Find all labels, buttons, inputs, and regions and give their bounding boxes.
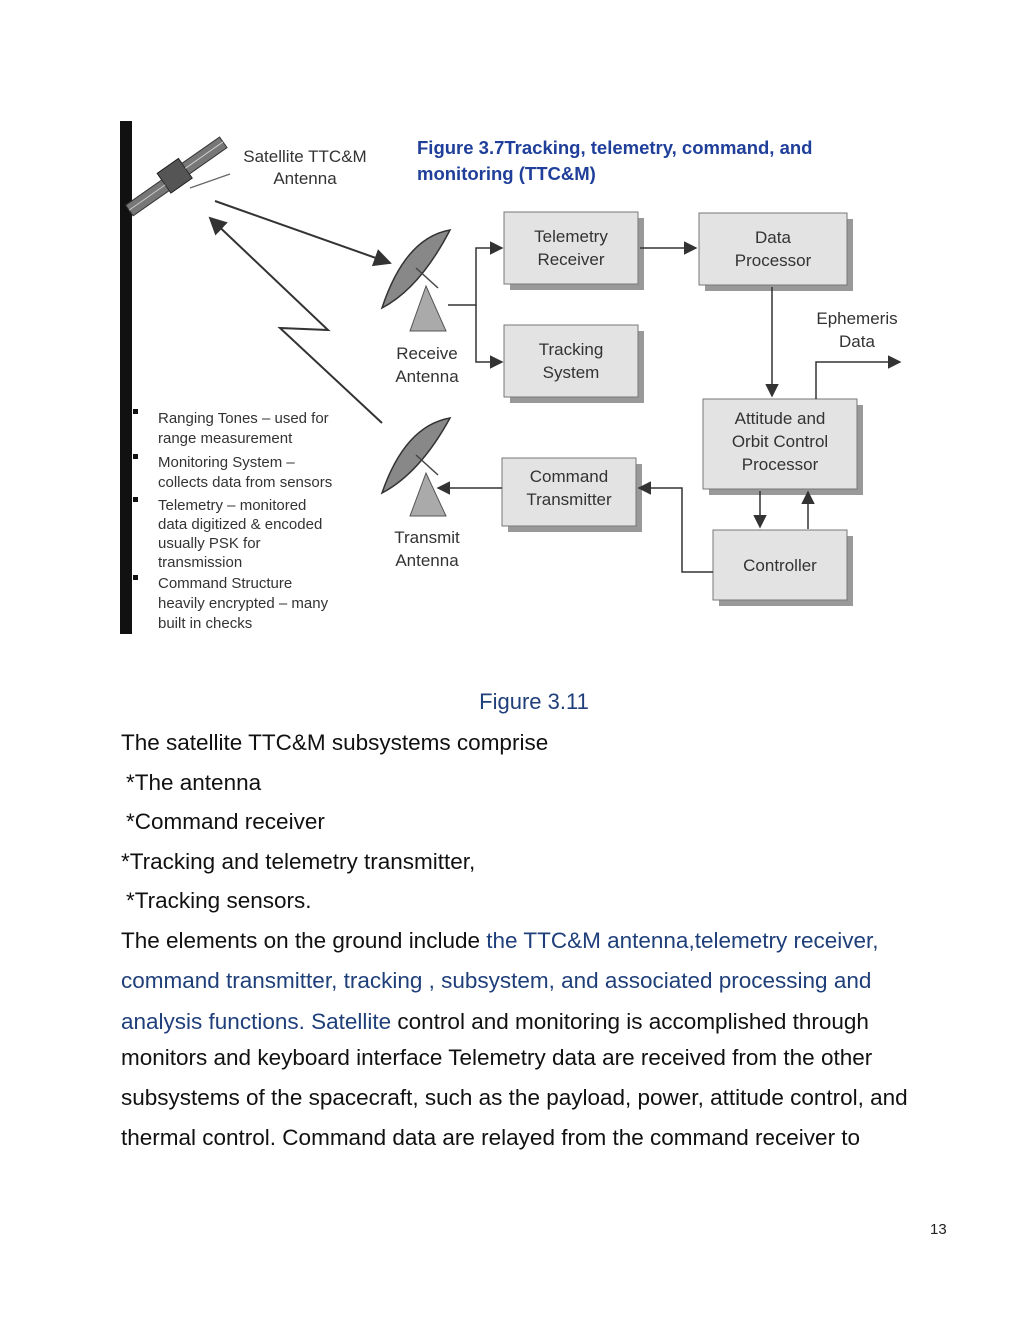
figure-caption: Figure 3.11: [479, 689, 589, 714]
bullet-2-line1: Monitoring System –: [158, 454, 295, 471]
ephemeris-label-line2: Data: [839, 332, 875, 351]
body-line-1: The satellite TTC&M subsystems comprise: [121, 730, 549, 755]
body-line-5: *Tracking sensors.: [126, 888, 312, 913]
ephemeris-label-line1: Ephemeris: [816, 309, 897, 328]
body-line-6-b: the TTC&M antenna,telemetry receiver,: [486, 928, 879, 953]
bullet-3-line1: Telemetry – monitored: [158, 497, 306, 514]
bullet-2-line2: collects data from sensors: [158, 474, 332, 491]
satellite-icon: [124, 136, 231, 217]
satellite-label-line1: Satellite TTC&M: [243, 147, 366, 166]
body-line-8: analysis functions. Satellite control an…: [121, 1009, 869, 1035]
figure-title-line2: monitoring (TTC&M): [417, 163, 596, 184]
receive-antenna-label-line1: Receive: [396, 344, 457, 363]
telemetry-receiver-line1: Telemetry: [534, 227, 608, 246]
controller-block: Controller: [712, 529, 853, 606]
controller-label: Controller: [743, 556, 817, 575]
bullet-4-line3: built in checks: [158, 615, 252, 632]
body-line-9: monitors and keyboard interface Telemetr…: [121, 1045, 873, 1070]
ttcm-figure: Satellite TTC&M Antenna Figure 3.7Tracki…: [120, 118, 910, 638]
data-processor-line1: Data: [755, 228, 791, 247]
body-line-4: *Tracking and telemetry transmitter,: [121, 849, 476, 874]
transmit-antenna-label-line1: Transmit: [394, 528, 460, 547]
command-transmitter-block: Command Transmitter: [501, 457, 642, 532]
attitude-processor-block: Attitude and Orbit Control Processor: [702, 398, 863, 495]
data-processor-block: Data Processor: [698, 212, 853, 291]
bullet-4-line2: heavily encrypted – many: [158, 595, 329, 612]
attitude-processor-line3: Processor: [742, 455, 819, 474]
attitude-processor-line1: Attitude and: [735, 409, 826, 428]
body-line-8-b: control and monitoring is accomplished t…: [391, 1009, 869, 1034]
uplink-zigzag: [208, 216, 383, 424]
downlink-arrow: [214, 200, 392, 267]
tracking-system-line1: Tracking: [539, 340, 604, 359]
command-transmitter-line2: Transmitter: [526, 490, 612, 509]
body-line-6-a: The elements on the ground include: [121, 928, 487, 953]
tracking-system-line2: System: [543, 363, 600, 382]
bullet-1-line2: range measurement: [158, 430, 293, 447]
body-line-8-a: analysis functions. Satellite: [121, 1009, 392, 1034]
tracking-system-block: Tracking System: [503, 324, 644, 403]
bullet-3-line3: usually PSK for: [158, 535, 261, 552]
telemetry-receiver-block: Telemetry Receiver: [503, 211, 644, 290]
bullet-3-line2: data digitized & encoded: [158, 516, 322, 533]
bullet-list: Ranging Tones – used for range measureme…: [133, 409, 332, 632]
bullet-3-line4: transmission: [158, 554, 242, 571]
transmit-antenna-icon: [380, 416, 452, 517]
receive-antenna-label-line2: Antenna: [395, 367, 459, 386]
command-transmitter-line1: Command: [530, 467, 608, 486]
body-line-3: *Command receiver: [126, 809, 325, 834]
body-line-2: *The antenna: [126, 770, 262, 795]
page-number: 13: [930, 1221, 947, 1238]
telemetry-receiver-line2: Receiver: [537, 250, 604, 269]
attitude-processor-line2: Orbit Control: [732, 432, 828, 451]
body-line-7: command transmitter, tracking , subsyste…: [121, 968, 872, 993]
satellite-label-line2: Antenna: [273, 169, 337, 188]
bullet-4-line1: Command Structure: [158, 575, 292, 592]
figure-title-line1: Figure 3.7Tracking, telemetry, command, …: [417, 137, 812, 158]
left-black-bar: [120, 121, 132, 634]
transmit-antenna-label-line2: Antenna: [395, 551, 459, 570]
receive-antenna-icon: [380, 228, 452, 332]
body-line-10: subsystems of the spacecraft, such as th…: [121, 1085, 908, 1110]
data-processor-line2: Processor: [735, 251, 812, 270]
body-line-11: thermal control. Command data are relaye…: [121, 1125, 861, 1150]
bullet-1-line1: Ranging Tones – used for: [158, 410, 329, 427]
body-line-6: The elements on the ground include the T…: [121, 928, 879, 954]
connector-lines: [436, 241, 902, 573]
